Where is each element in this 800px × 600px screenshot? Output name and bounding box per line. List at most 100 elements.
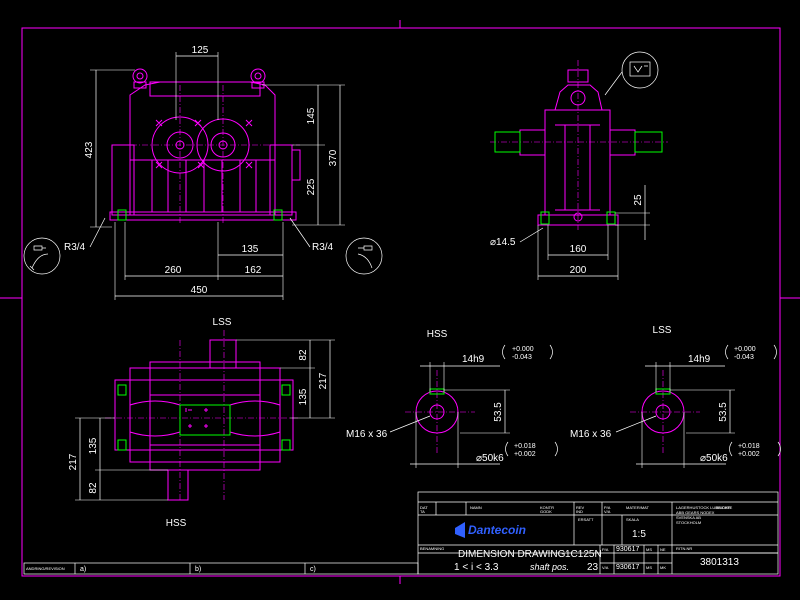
svg-text:STOCKHOLM: STOCKHOLM: [676, 520, 701, 525]
svg-text:ABB GEARS NODEX: ABB GEARS NODEX: [676, 510, 715, 515]
dim-drain-left: R3/4: [64, 242, 86, 253]
revision-date-1: 930617: [616, 546, 639, 553]
svg-text:MK: MK: [660, 565, 666, 570]
front-view: 125 423 145 370 225 135 260 162 450 R3/4…: [23, 45, 383, 300]
svg-text:SVENSKA AB: SVENSKA AB: [676, 515, 701, 520]
front-dimensions: [89, 52, 345, 300]
svg-text:RITN.NR: RITN.NR: [676, 546, 692, 551]
dim-side-outer-width: 200: [570, 265, 587, 276]
lss-diameter: ⌀50k6: [700, 453, 728, 464]
lss-title: LSS: [653, 325, 672, 336]
shaft-position-label: shaft pos.: [530, 562, 569, 572]
svg-text:ERSATT: ERSATT: [578, 517, 594, 522]
hss-dia-tol-lower: +0.002: [514, 451, 536, 458]
lss-height: 53.5: [718, 402, 729, 422]
hss-key-tol-lower: -0.043: [512, 354, 532, 361]
model-number: 1C125N: [565, 549, 602, 560]
hss-key-tol-upper: +0.000: [512, 346, 534, 353]
lss-dia-tol-upper: +0.018: [738, 443, 760, 450]
dim-side-inner-width: 160: [570, 244, 587, 255]
ratio-range: 1 < i < 3.3: [454, 562, 499, 573]
svg-text:REV: REV: [576, 505, 585, 510]
drawing-title: DIMENSION DRAWING: [458, 549, 566, 560]
dim-top-lower-total: 217: [68, 453, 79, 470]
hss-title: HSS: [427, 329, 448, 340]
dim-side-base-height: 25: [633, 194, 644, 206]
top-view-lss-label: LSS: [213, 317, 232, 328]
svg-text:BILDNR: BILDNR: [716, 505, 731, 510]
svg-text:V/A: V/A: [604, 509, 611, 514]
side-shafts: [494, 131, 663, 225]
dim-top-width: 125: [192, 45, 209, 56]
svg-text:b): b): [195, 566, 201, 573]
lss-thread: M16 x 36: [570, 429, 612, 440]
hss-thread: M16 x 36: [346, 429, 388, 440]
svg-text:ANDRING/REVISION: ANDRING/REVISION: [26, 566, 65, 571]
dim-top-lower-h: 135: [88, 437, 99, 454]
svg-text:LAGERHUSTOCK LUBRICATE: LAGERHUSTOCK LUBRICATE: [676, 505, 733, 510]
hss-height: 53.5: [493, 402, 504, 422]
shaft-position: 23: [587, 562, 599, 573]
hss-key: 14h9: [462, 354, 485, 365]
dim-total-height: 370: [328, 149, 339, 166]
drawing-number: 3801313: [700, 557, 739, 568]
top-dimensions: [75, 339, 335, 501]
svg-text:V/A: V/A: [602, 565, 609, 570]
front-base-markers: [117, 209, 283, 221]
svg-text:DAT: DAT: [420, 505, 428, 510]
dim-overall-height: 423: [84, 141, 95, 158]
svg-text:MS: MS: [646, 547, 652, 552]
dim-top-upper-total: 217: [318, 372, 329, 389]
dim-top-shaft-upper: 82: [298, 349, 309, 361]
top-view: LSS HSS 82 135 217 135 217 82: [68, 317, 335, 529]
svg-text:P/A: P/A: [602, 547, 609, 552]
oil-drain-right-icon: [345, 237, 383, 275]
oil-drain-left-icon: [23, 237, 61, 275]
hss-diameter: ⌀50k6: [476, 453, 504, 464]
lss-key-tol-upper: +0.000: [734, 346, 756, 353]
svg-text:NE: NE: [660, 547, 666, 552]
svg-text:GODK: GODK: [540, 509, 552, 514]
svg-text:MATER/MAT: MATER/MAT: [626, 505, 650, 510]
dim-right-length: 162: [245, 265, 262, 276]
dim-top-shaft-lower: 82: [88, 482, 99, 494]
lss-key-tol-lower: -0.043: [734, 354, 754, 361]
dim-side-hole: ⌀14.5: [490, 237, 516, 248]
svg-text:c): c): [310, 566, 316, 573]
svg-text:BENAMNING: BENAMNING: [420, 546, 444, 551]
revision-date-2: 930617: [616, 564, 639, 571]
svg-text:NAMN: NAMN: [470, 505, 482, 510]
dim-upper-height: 145: [306, 107, 317, 124]
lss-dia-tol-lower: +0.002: [738, 451, 760, 458]
front-housing: [109, 68, 301, 221]
hss-shaft-detail: [389, 344, 558, 468]
dim-offset: 135: [242, 244, 259, 255]
dim-drain-right: R3/4: [312, 242, 334, 253]
svg-text:SKALA: SKALA: [626, 517, 639, 522]
sheet-frame: [0, 20, 800, 584]
lss-shaft-detail: [615, 344, 781, 468]
lss-key: 14h9: [688, 354, 711, 365]
dim-overall-length: 450: [191, 285, 208, 296]
svg-text:P/A: P/A: [604, 505, 611, 510]
svg-text:TA: TA: [420, 509, 425, 514]
svg-text:Dantecoin: Dantecoin: [468, 523, 526, 537]
side-housing: [519, 69, 636, 226]
title-block: [23, 491, 779, 575]
svg-text:IND: IND: [576, 509, 583, 514]
dim-top-upper-h: 135: [298, 388, 309, 405]
breather-icon: [604, 51, 659, 96]
side-dimensions: [519, 185, 650, 280]
top-view-hss-label: HSS: [166, 518, 187, 529]
scale: 1:5: [632, 529, 646, 540]
dim-lower-height: 225: [306, 178, 317, 195]
dim-left-length: 260: [165, 265, 182, 276]
side-view: ⌀14.5 25 160 200: [490, 51, 668, 280]
hss-dia-tol-upper: +0.018: [514, 443, 536, 450]
svg-text:MS: MS: [646, 565, 652, 570]
top-housing: [114, 339, 294, 501]
svg-text:a): a): [80, 566, 86, 573]
company-logo: Dantecoin: [455, 522, 526, 538]
top-green-markers: [117, 384, 291, 451]
